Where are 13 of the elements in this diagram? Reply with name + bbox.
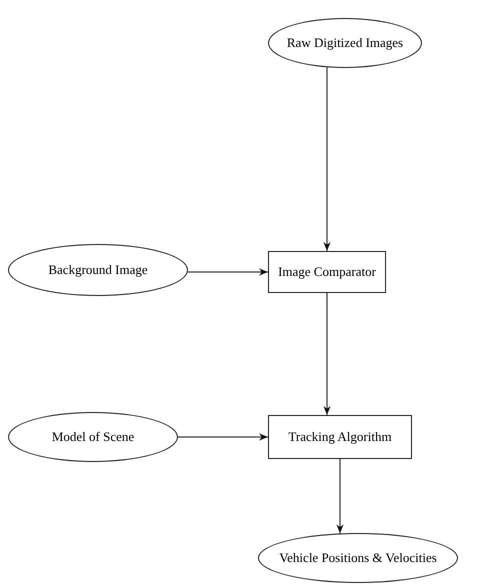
node-label: Model of Scene [50,428,136,446]
node-label: Background Image [47,262,149,278]
arrow [323,66,331,252]
arrow [323,292,331,416]
node-label: Tracking Algorithm [287,428,393,446]
node-label: Image Comparator [277,264,377,280]
arrow [336,458,344,534]
node-label: Raw Digitized Images [286,34,404,52]
arrow [187,268,268,276]
node-label: Vehicle Positions & Velocities [278,550,438,566]
arrow [178,433,268,441]
process-box [268,251,386,293]
process-box [268,415,412,459]
